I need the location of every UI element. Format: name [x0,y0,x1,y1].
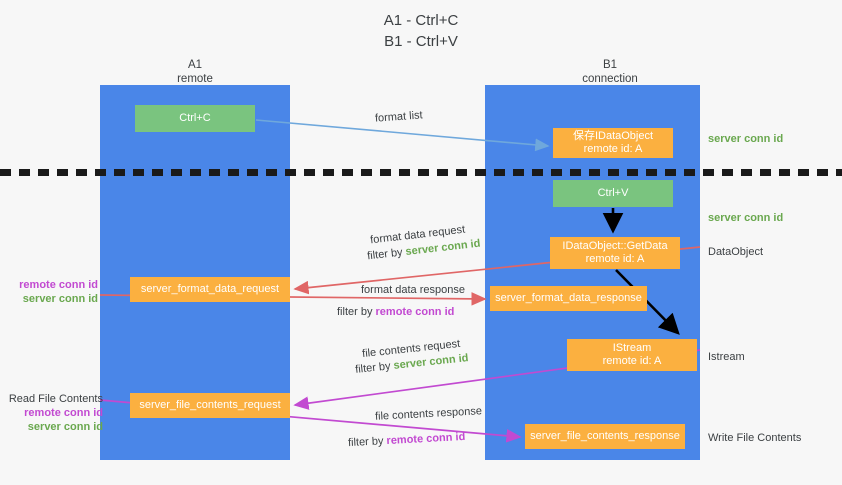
label-read-file-contents-group: Read File Contents remote conn id server… [8,392,103,434]
filter-prefix-1: filter by [366,246,407,263]
node-getdata[interactable]: IDataObject::GetData remote id: A [550,237,680,269]
filter-prefix-2: filter by [337,306,376,318]
filter-key-2: remote conn id [375,306,455,318]
title-line-1: A1 - Ctrl+C [383,12,459,29]
node-getdata-sub: remote id: A [585,253,645,265]
node-ctrl-c[interactable]: Ctrl+C [135,105,255,132]
node-server-file-contents-response-label: server_file_contents_response [530,430,680,442]
label-read-file-contents: Read File Contents [8,393,103,405]
edge-label-format-data-response-filter: filter by remote conn id [337,305,454,320]
node-istream[interactable]: IStream remote id: A [567,339,697,371]
node-server-format-data-response[interactable]: server_format_data_response [490,286,647,311]
phase-divider [0,165,842,179]
node-server-format-data-response-label: server_format_data_response [495,292,642,304]
label-server-conn-id-top: server conn id [708,133,784,145]
label-server-conn-id-second: server conn id [708,212,784,224]
column-a1-name: A1 [187,59,203,71]
node-server-file-contents-request[interactable]: server_file_contents_request [130,393,290,418]
node-server-file-contents-request-label: server_file_contents_request [139,399,281,411]
node-getdata-label: IDataObject::GetData [562,240,668,252]
node-server-format-data-request-label: server_format_data_request [140,283,280,295]
label-write-file-contents: Write File Contents [708,432,802,444]
label-server-conn-id-4: server conn id [27,421,103,433]
phase-divider-line [0,168,842,176]
label-server-conn-id-3: server conn id [22,293,98,305]
node-ctrl-v[interactable]: Ctrl+V [553,180,673,207]
filter-prefix-3: filter by [354,359,395,376]
node-idataobject-label: 保存IDataObject [572,130,654,142]
filter-key-4: remote conn id [386,430,466,448]
node-ctrl-c-label: Ctrl+C [179,112,211,124]
node-istream-label: IStream [612,342,652,354]
column-a1-sub: remote [177,73,213,85]
edge-label-format-data-response: format data response [361,284,465,296]
diagram-title: A1 - Ctrl+C B1 - Ctrl+V [0,10,842,52]
label-dataobject: DataObject [708,246,764,258]
label-conn-ids-format: remote conn id server conn id [8,278,98,306]
edge-format-list [255,119,550,152]
node-ctrl-v-label: Ctrl+V [597,187,629,199]
title-line-2: B1 - Ctrl+V [384,33,458,50]
edge-getdata-to-istream [615,269,680,335]
column-header-a1: A1 remote [120,58,270,86]
label-remote-conn-id-1: remote conn id [19,279,98,291]
column-b1-name: B1 [602,59,618,71]
column-header-b1: B1 connection [510,58,710,86]
node-server-file-contents-response[interactable]: server_file_contents_response [525,424,685,449]
label-remote-conn-id-2: remote conn id [24,407,103,419]
filter-prefix-4: filter by [347,435,387,450]
node-idataobject-sub: remote id: A [583,143,643,155]
column-b1-sub: connection [582,73,638,85]
node-idataobject[interactable]: 保存IDataObject remote id: A [553,128,673,158]
label-istream: Istream [708,351,745,363]
node-server-format-data-request[interactable]: server_format_data_request [130,277,290,302]
node-istream-sub: remote id: A [602,355,662,367]
